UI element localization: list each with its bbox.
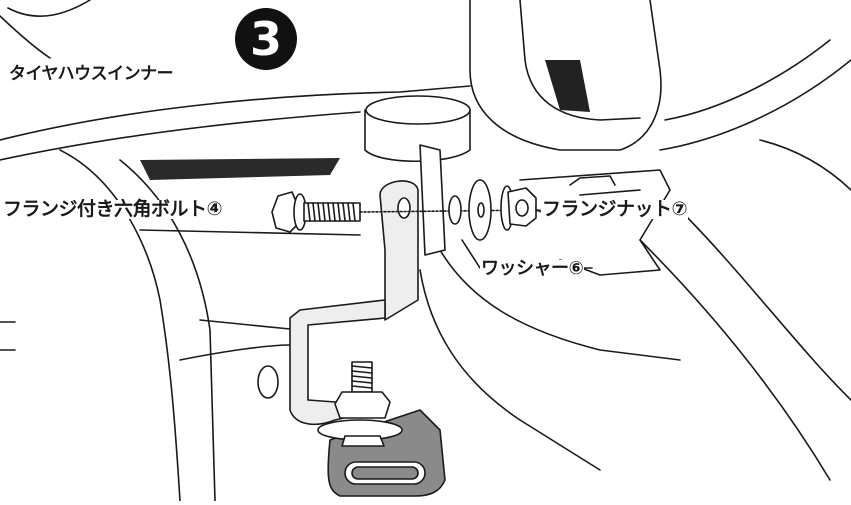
- label-tire-house-inner: タイヤハウスインナー: [8, 64, 175, 84]
- lower-body-curve: [419, 269, 601, 471]
- mount-cylinder: [364, 109, 471, 162]
- lower-bolt-thread-lines: [351, 365, 373, 389]
- left-horizontal-strip: [139, 229, 361, 236]
- lower-nut-bottom: [341, 435, 385, 447]
- left-lower-strip: [179, 344, 291, 361]
- upper-right-panel: [469, 0, 662, 151]
- left-frame-arc: [59, 149, 181, 502]
- lower-nut: [334, 391, 391, 419]
- left-horizontal-strip-2: [199, 319, 301, 331]
- upper-right-panel-inner: [519, 0, 641, 121]
- flange-bolt-thread-lines: [307, 202, 356, 222]
- body-upper-contour-2: [0, 111, 361, 161]
- label-flange-nut: フランジナット⑦: [541, 198, 689, 220]
- left-body-shadow: [140, 158, 340, 180]
- flange-nut-hole: [515, 199, 529, 217]
- tire-house-leader-line: [0, 15, 51, 59]
- left-frame-arc-2: [119, 159, 216, 502]
- right-side-notches: [569, 175, 641, 196]
- right-lower-diagonal-2: [679, 209, 851, 401]
- mount-cylinder-top: [365, 95, 471, 125]
- tire-house-edge-line: [7, 0, 91, 17]
- lower-body-curve-2: [439, 249, 681, 361]
- step-number-badge: 3: [235, 8, 297, 70]
- right-side-arc: [759, 139, 851, 191]
- upper-far-right-line: [659, 59, 851, 151]
- upper-far-right-line-2: [664, 39, 831, 121]
- washer-6-hole: [477, 202, 485, 218]
- label-washer: ワッシャー⑥: [480, 258, 585, 279]
- washer-6-spacer: [448, 195, 462, 225]
- body-upper-contour: [0, 85, 471, 141]
- u-bracket: [289, 299, 386, 426]
- right-lower-diagonal: [639, 239, 831, 481]
- upper-right-panel-shadow: [545, 60, 590, 112]
- bracket-hole: [397, 197, 411, 219]
- rubber-cap: [257, 365, 279, 399]
- flange-bolt-thread: [303, 202, 361, 222]
- label-flange-bolt: フランジ付き六角ボルト④: [2, 198, 224, 220]
- vertical-stay: [419, 144, 446, 256]
- flange-bolt-head: [271, 191, 299, 233]
- plate-slot-inner: [351, 466, 419, 480]
